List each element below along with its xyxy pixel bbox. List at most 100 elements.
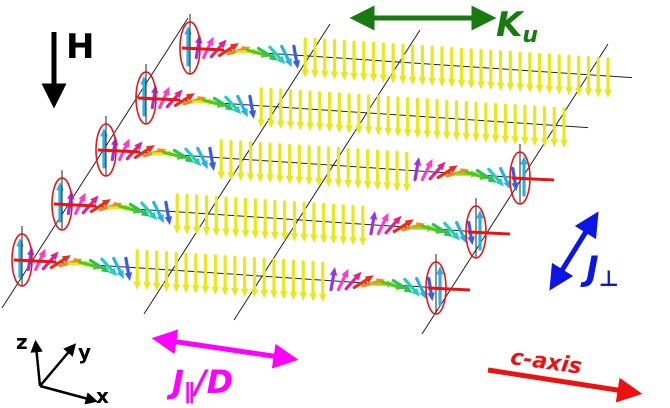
spin-arrow-head [345,125,353,134]
spin-arrow-head [496,82,505,91]
spin-arrow-head [280,232,289,241]
spin-arrow-head [309,293,317,302]
spin-arrow-head [284,57,292,68]
spin-arrow-head [408,76,417,85]
spin-arrow-head [329,235,338,245]
spin-arrow-head [184,155,195,163]
spin-arrow-head [329,267,338,276]
spin-chain [95,116,555,205]
spin-arrow-head [222,228,230,238]
spin-arrow-head [419,290,427,300]
spin-arrow-head [423,130,431,139]
spin-arrow-head [286,121,295,130]
y-axis-arrow [39,343,77,387]
spin-arrow-head [565,87,573,96]
spin-arrow-head [403,183,411,193]
spin-arrow-head [438,78,446,87]
spin-arrow-head [148,211,158,221]
spin-arrow-head [413,129,422,139]
spin-arrow-head [443,229,453,237]
spin-arrow-head [306,122,314,132]
spin-arrow-head [218,39,227,49]
spin-arrow-head [183,226,191,235]
spin-arrow-head [232,105,242,115]
spin-arrow-head [353,271,362,281]
spin-arrow-head [555,86,563,95]
spin-arrow-head [206,36,214,46]
spin-arrow-head [256,174,265,183]
spin-arrow-head [251,230,260,240]
spin-arrow-head [192,157,202,167]
spin-arrow-head [584,88,593,97]
spin-arrow-head [319,235,328,244]
spin-arrow-head [411,287,420,297]
lattice-diagonal [421,43,609,335]
spin-arrow-head [271,231,279,241]
spin-arrow-head [277,120,285,130]
spin-arrow-head [389,75,397,84]
spin-arrow-head [369,74,378,83]
spin-arrow-head [437,161,446,171]
c-axis-spin-arrow [13,258,57,264]
spin-arrow-head [173,225,181,234]
spin-arrow-head [472,133,480,143]
spin-arrow-head [457,79,466,89]
spin-arrow-head [182,284,190,294]
spin-arrow-head [324,178,333,187]
spin-arrow-head [108,267,118,277]
spin-arrow-head [487,81,495,91]
spin-arrow-head [240,288,249,297]
c-axis-spin-arrow [181,46,225,52]
spin-arrow-head [393,183,401,192]
spin-arrow-head [316,123,324,132]
spin-arrow-head [467,80,475,89]
spin-arrow-head [344,179,352,189]
axis-y-label: y [78,340,92,364]
spin-arrow-head [261,231,269,240]
spin-arrow-head [16,238,24,247]
spin-arrow-head [381,212,389,223]
spin-arrow-head [506,83,515,92]
spin-arrow-head [340,72,349,81]
interchain-arrow [549,211,599,291]
spin-arrow-head [451,231,460,241]
spin-arrow-head [383,182,391,191]
spin-arrow-head [248,110,257,119]
spin-arrow-head [364,126,373,135]
c-axis-spin-arrow [511,176,555,182]
spin-arrow-head [574,87,583,97]
spin-arrow-head [436,266,444,275]
spin-arrow-head [231,287,239,297]
spin-arrow-head [462,133,471,142]
spin-arrow-head [373,181,382,191]
interchain-label-sub: ⊥ [598,267,619,292]
spin-arrow-head [78,192,86,202]
spin-arrow-head [511,136,519,145]
spin-arrow-head [403,129,412,138]
spin-arrow-head [116,269,124,280]
spin-chain [135,64,589,148]
spin-arrow-head [279,291,288,300]
spin-arrow-head [100,265,111,273]
spin-arrow-head [428,77,436,87]
spin-arrow-head [267,120,275,129]
spin-arrow-head [208,162,217,171]
z-axis-arrow [30,339,43,387]
spin-arrow-head [443,131,451,141]
spin-arrow-head [289,291,298,301]
spin-arrow-head [232,229,240,238]
spin-arrow-head [526,84,534,93]
spin-arrow-head [545,85,554,95]
spin-arrow-head [560,139,568,148]
spin-arrow-head [250,289,259,298]
spin-arrow-head [594,89,602,98]
spin-arrow-head [285,176,294,185]
spin-arrow-head [604,89,612,98]
spin-arrow-head [310,234,318,243]
interchain-label: J⊥ [586,252,619,291]
spin-arrow-head [325,124,334,133]
spin-arrow-head [384,127,392,137]
spin-arrow-head [140,76,148,85]
intrachain-label-sub: ∥ [183,380,195,405]
